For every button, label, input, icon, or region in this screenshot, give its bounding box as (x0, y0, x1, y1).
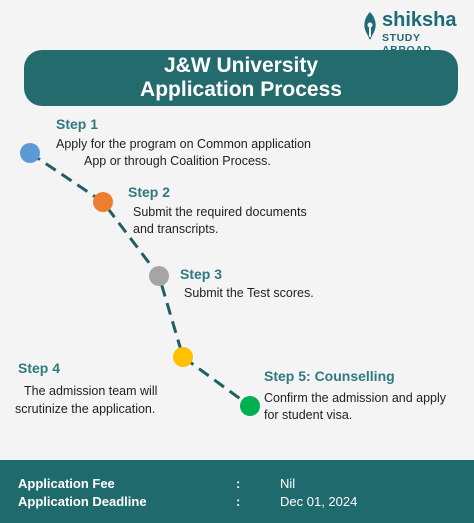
step-5-text-line-2: for student visa. (264, 408, 353, 422)
step-3-marker (149, 266, 169, 286)
fee-value: Nil (280, 476, 296, 491)
deadline-value: Dec 01, 2024 (280, 494, 358, 509)
title-line-1: J&W University (163, 54, 319, 77)
step-4-text-line-1: The admission team will (24, 384, 158, 398)
process-flow (20, 143, 260, 416)
fee-row: Application Fee : Nil (0, 476, 474, 496)
title-line-2: Application Process (140, 78, 342, 101)
step-1-text-line-1: Apply for the program on Common applicat… (56, 137, 311, 151)
step-5-title: Step 5: Counselling (264, 368, 395, 384)
title-banner: J&W University Application Process (24, 50, 458, 106)
fee-label: Application Fee (18, 476, 115, 491)
deadline-colon: : (236, 494, 241, 509)
step-3-title: Step 3 (180, 266, 223, 282)
step-5-text-line-1: Confirm the admission and apply (264, 391, 447, 405)
step-4-text-line-2: scrutinize the application. (15, 402, 156, 416)
deadline-row: Application Deadline : Dec 01, 2024 (0, 494, 474, 514)
step-5-marker (240, 396, 260, 416)
pen-nib-icon (364, 12, 376, 40)
step-2-marker (93, 192, 113, 212)
brand-name: shiksha (382, 9, 457, 31)
step-1-title: Step 1 (56, 116, 99, 132)
step-1-text-line-2: App or through Coalition Process. (84, 154, 271, 168)
fee-colon: : (236, 476, 241, 491)
step-2-text-line-1: Submit the required documents (133, 205, 307, 219)
application-info-footer: Application Fee : Nil Application Deadli… (0, 460, 474, 523)
step-4-marker (173, 347, 193, 367)
step-2-text-line-2: and transcripts. (133, 222, 219, 236)
step-2-title: Step 2 (128, 184, 171, 200)
step-1-marker (20, 143, 40, 163)
step-3-text-line-1: Submit the Test scores. (184, 286, 314, 300)
step-4-title: Step 4 (18, 360, 61, 376)
deadline-label: Application Deadline (18, 494, 147, 509)
